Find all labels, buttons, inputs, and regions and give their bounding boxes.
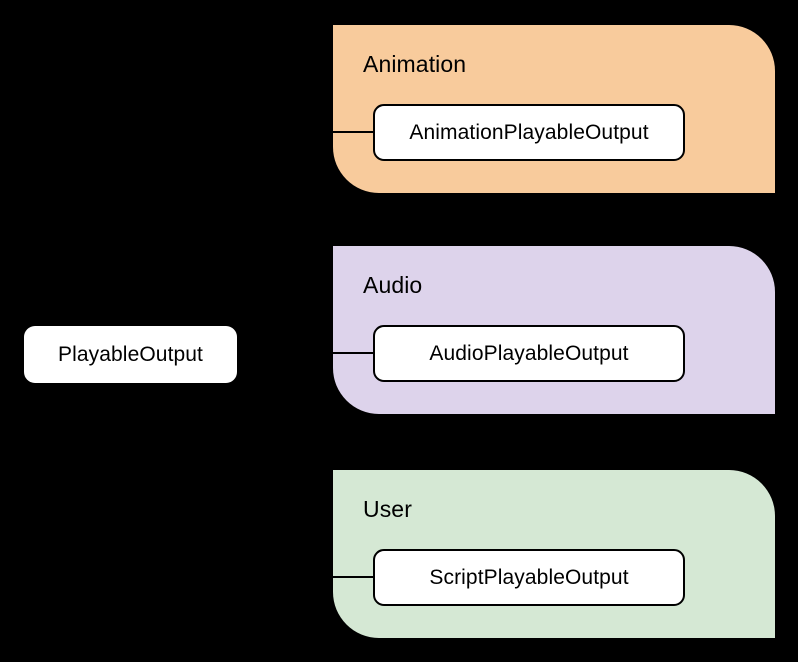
- group-user-title: User: [363, 496, 412, 522]
- node-script-playable-output-label: ScriptPlayableOutput: [429, 566, 629, 589]
- node-audio-playable-output-label: AudioPlayableOutput: [429, 342, 629, 365]
- group-animation[interactable]: Animation AnimationPlayableOutput: [333, 25, 775, 193]
- node-audio-playable-output[interactable]: AudioPlayableOutput: [373, 325, 685, 382]
- node-playable-output-label: PlayableOutput: [58, 343, 203, 366]
- node-animation-playable-output[interactable]: AnimationPlayableOutput: [373, 104, 685, 161]
- node-script-playable-output[interactable]: ScriptPlayableOutput: [373, 549, 685, 606]
- node-playable-output[interactable]: PlayableOutput: [24, 326, 237, 383]
- connector-audio: [333, 352, 374, 354]
- group-audio[interactable]: Audio AudioPlayableOutput: [333, 246, 775, 414]
- connector-user: [333, 576, 374, 578]
- group-animation-title: Animation: [363, 51, 467, 77]
- group-audio-title: Audio: [363, 272, 423, 298]
- connector-animation: [333, 131, 374, 133]
- group-user[interactable]: User ScriptPlayableOutput: [333, 470, 775, 638]
- node-animation-playable-output-label: AnimationPlayableOutput: [409, 121, 649, 144]
